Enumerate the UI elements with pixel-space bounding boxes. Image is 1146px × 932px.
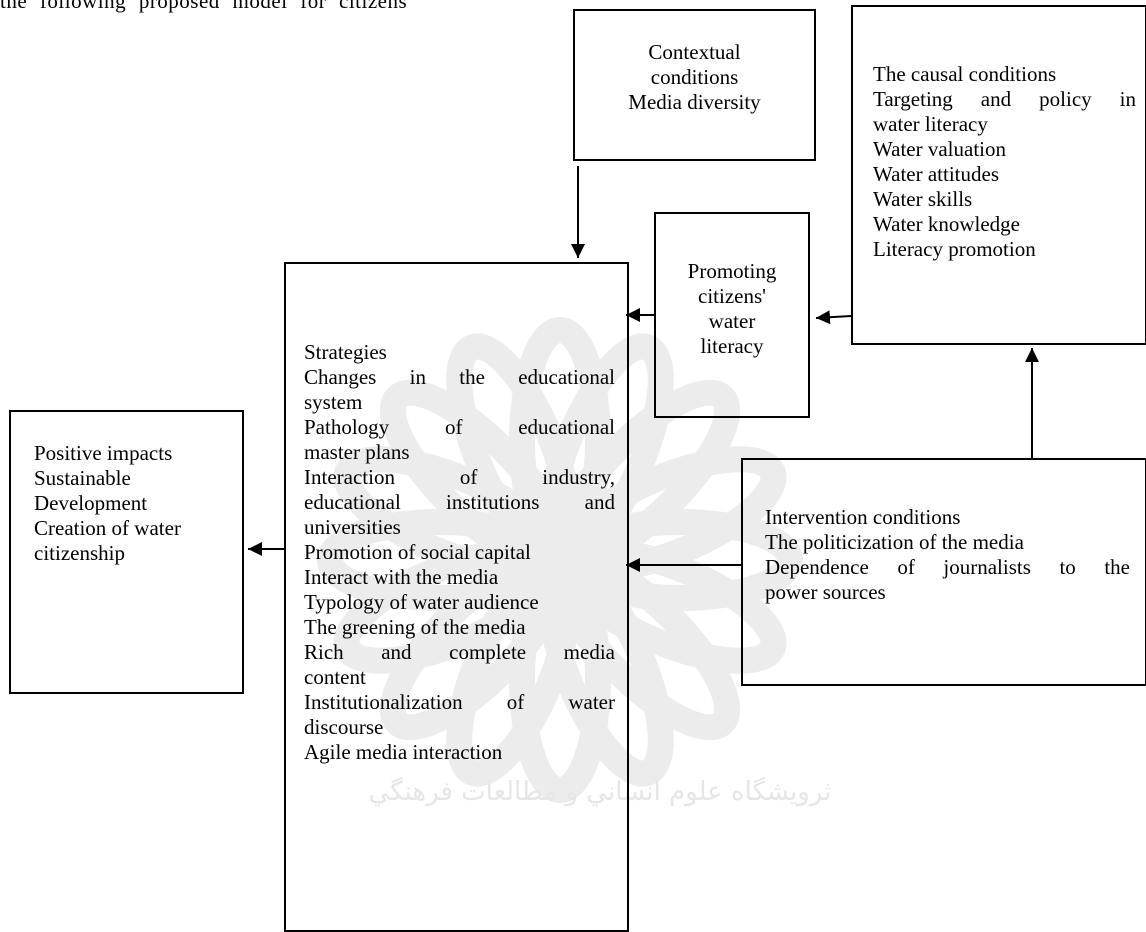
watermark-petal: [555, 446, 787, 582]
box-line: conditions: [650, 65, 739, 89]
box-line: Promotion of social capital: [304, 540, 531, 564]
watermark-text: ﺛﺮوﻳﺸﮕﺎه ﻋﻠﻮم اﻧﺴﺎﻧﻲ و ﻣﻄﺎﻟﻌﺎت ﻓﺮﻫﻨﮕﻲ: [369, 776, 832, 807]
box-line: Water skills: [873, 187, 973, 211]
box-line: water: [708, 309, 756, 333]
box-line: Interact with the media: [304, 565, 499, 589]
box-line: Water knowledge: [873, 212, 1020, 236]
box-line: water literacy: [873, 112, 988, 136]
box-line: The greening of the media: [304, 615, 526, 639]
strategies-box: Strategies Changes in the educational sy…: [284, 262, 629, 932]
box-line: Targeting and policy in: [873, 87, 1136, 111]
box-line: Literacy promotion: [873, 237, 1036, 261]
box-line: universities: [304, 515, 401, 539]
box-line: Creation of water: [34, 516, 181, 540]
box-line: Development: [34, 491, 148, 515]
box-line: power sources: [765, 580, 886, 604]
positive-impacts-box: Positive impacts Sustainable Development…: [9, 410, 244, 694]
box-line: Promoting: [687, 259, 777, 283]
box-line: The politicization of the media: [765, 530, 1024, 554]
box-line: Positive impacts: [34, 441, 173, 465]
box-line: The causal conditions: [873, 62, 1057, 86]
box-line: Strategies: [304, 340, 387, 364]
box-line: Water attitudes: [873, 162, 1000, 186]
promoting-water-literacy-box: Promoting citizens' water literacy: [654, 212, 810, 418]
box-line: educational institutions and: [304, 490, 615, 514]
arrow-causal-to-promoting: [815, 310, 852, 325]
box-line: Intervention conditions: [765, 505, 961, 529]
causal-conditions-box: The causal conditions Targeting and poli…: [851, 5, 1146, 345]
box-line: content: [304, 665, 366, 689]
box-line: master plans: [304, 440, 410, 464]
box-line: Contextual: [648, 40, 741, 64]
box-line: Water valuation: [873, 137, 1007, 161]
box-line: Rich and complete media: [304, 640, 615, 664]
contextual-conditions-box: Contextual conditions Media diversity: [573, 9, 816, 161]
box-line: Sustainable: [34, 466, 131, 490]
box-line: Media diversity: [628, 90, 761, 114]
box-line: Agile media interaction: [304, 740, 503, 764]
box-line: Typology of water audience: [304, 590, 539, 614]
box-line: Interaction of industry,: [304, 465, 615, 489]
header-text-fragment: the following proposed model for citizen…: [0, 0, 408, 13]
box-line: discourse: [304, 715, 384, 739]
intervention-conditions-box: Intervention conditions The politicizati…: [741, 458, 1146, 686]
box-line: citizenship: [34, 541, 125, 565]
box-line: Institutionalization of water: [304, 690, 615, 714]
box-line: Changes in the educational: [304, 365, 615, 389]
box-line: literacy: [700, 334, 764, 358]
box-line: citizens': [698, 284, 766, 308]
box-line: Pathology of educational: [304, 415, 615, 439]
box-line: system: [304, 390, 363, 414]
box-line: Dependence of journalists to the: [765, 555, 1130, 579]
